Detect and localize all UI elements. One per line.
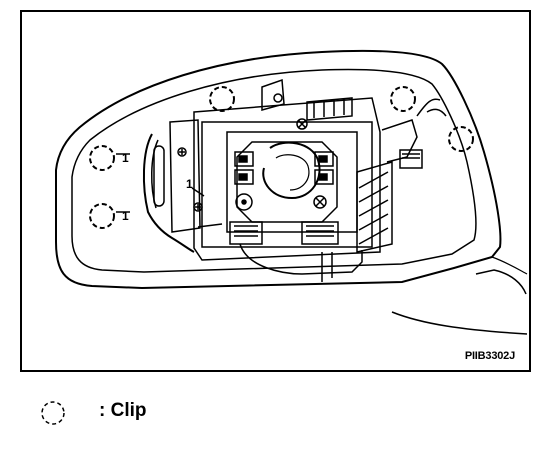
clip-marker — [89, 203, 115, 229]
clip-marker — [89, 145, 115, 171]
door-mirror-diagram: 1 1 1 — [55, 49, 528, 335]
figure-code: PIIB3302J — [464, 350, 515, 362]
clip-marker — [390, 86, 416, 112]
mirror-glass-outline — [71, 68, 477, 273]
callout-number: 1 — [122, 151, 129, 165]
callout-number: 1 — [122, 209, 129, 223]
dashed-circle-icon — [41, 401, 65, 425]
clip-markers — [89, 86, 474, 229]
illustration-frame: 1 1 1 PIIB3302J — [20, 10, 531, 372]
clip-marker — [209, 86, 235, 112]
callout-number: 1 — [186, 177, 193, 191]
clip-marker — [448, 126, 474, 152]
mirror-housing-outline — [55, 49, 502, 290]
mirror-base — [391, 269, 528, 335]
mirror-actuator — [116, 78, 447, 282]
legend-clip-label: : Clip — [99, 400, 147, 421]
